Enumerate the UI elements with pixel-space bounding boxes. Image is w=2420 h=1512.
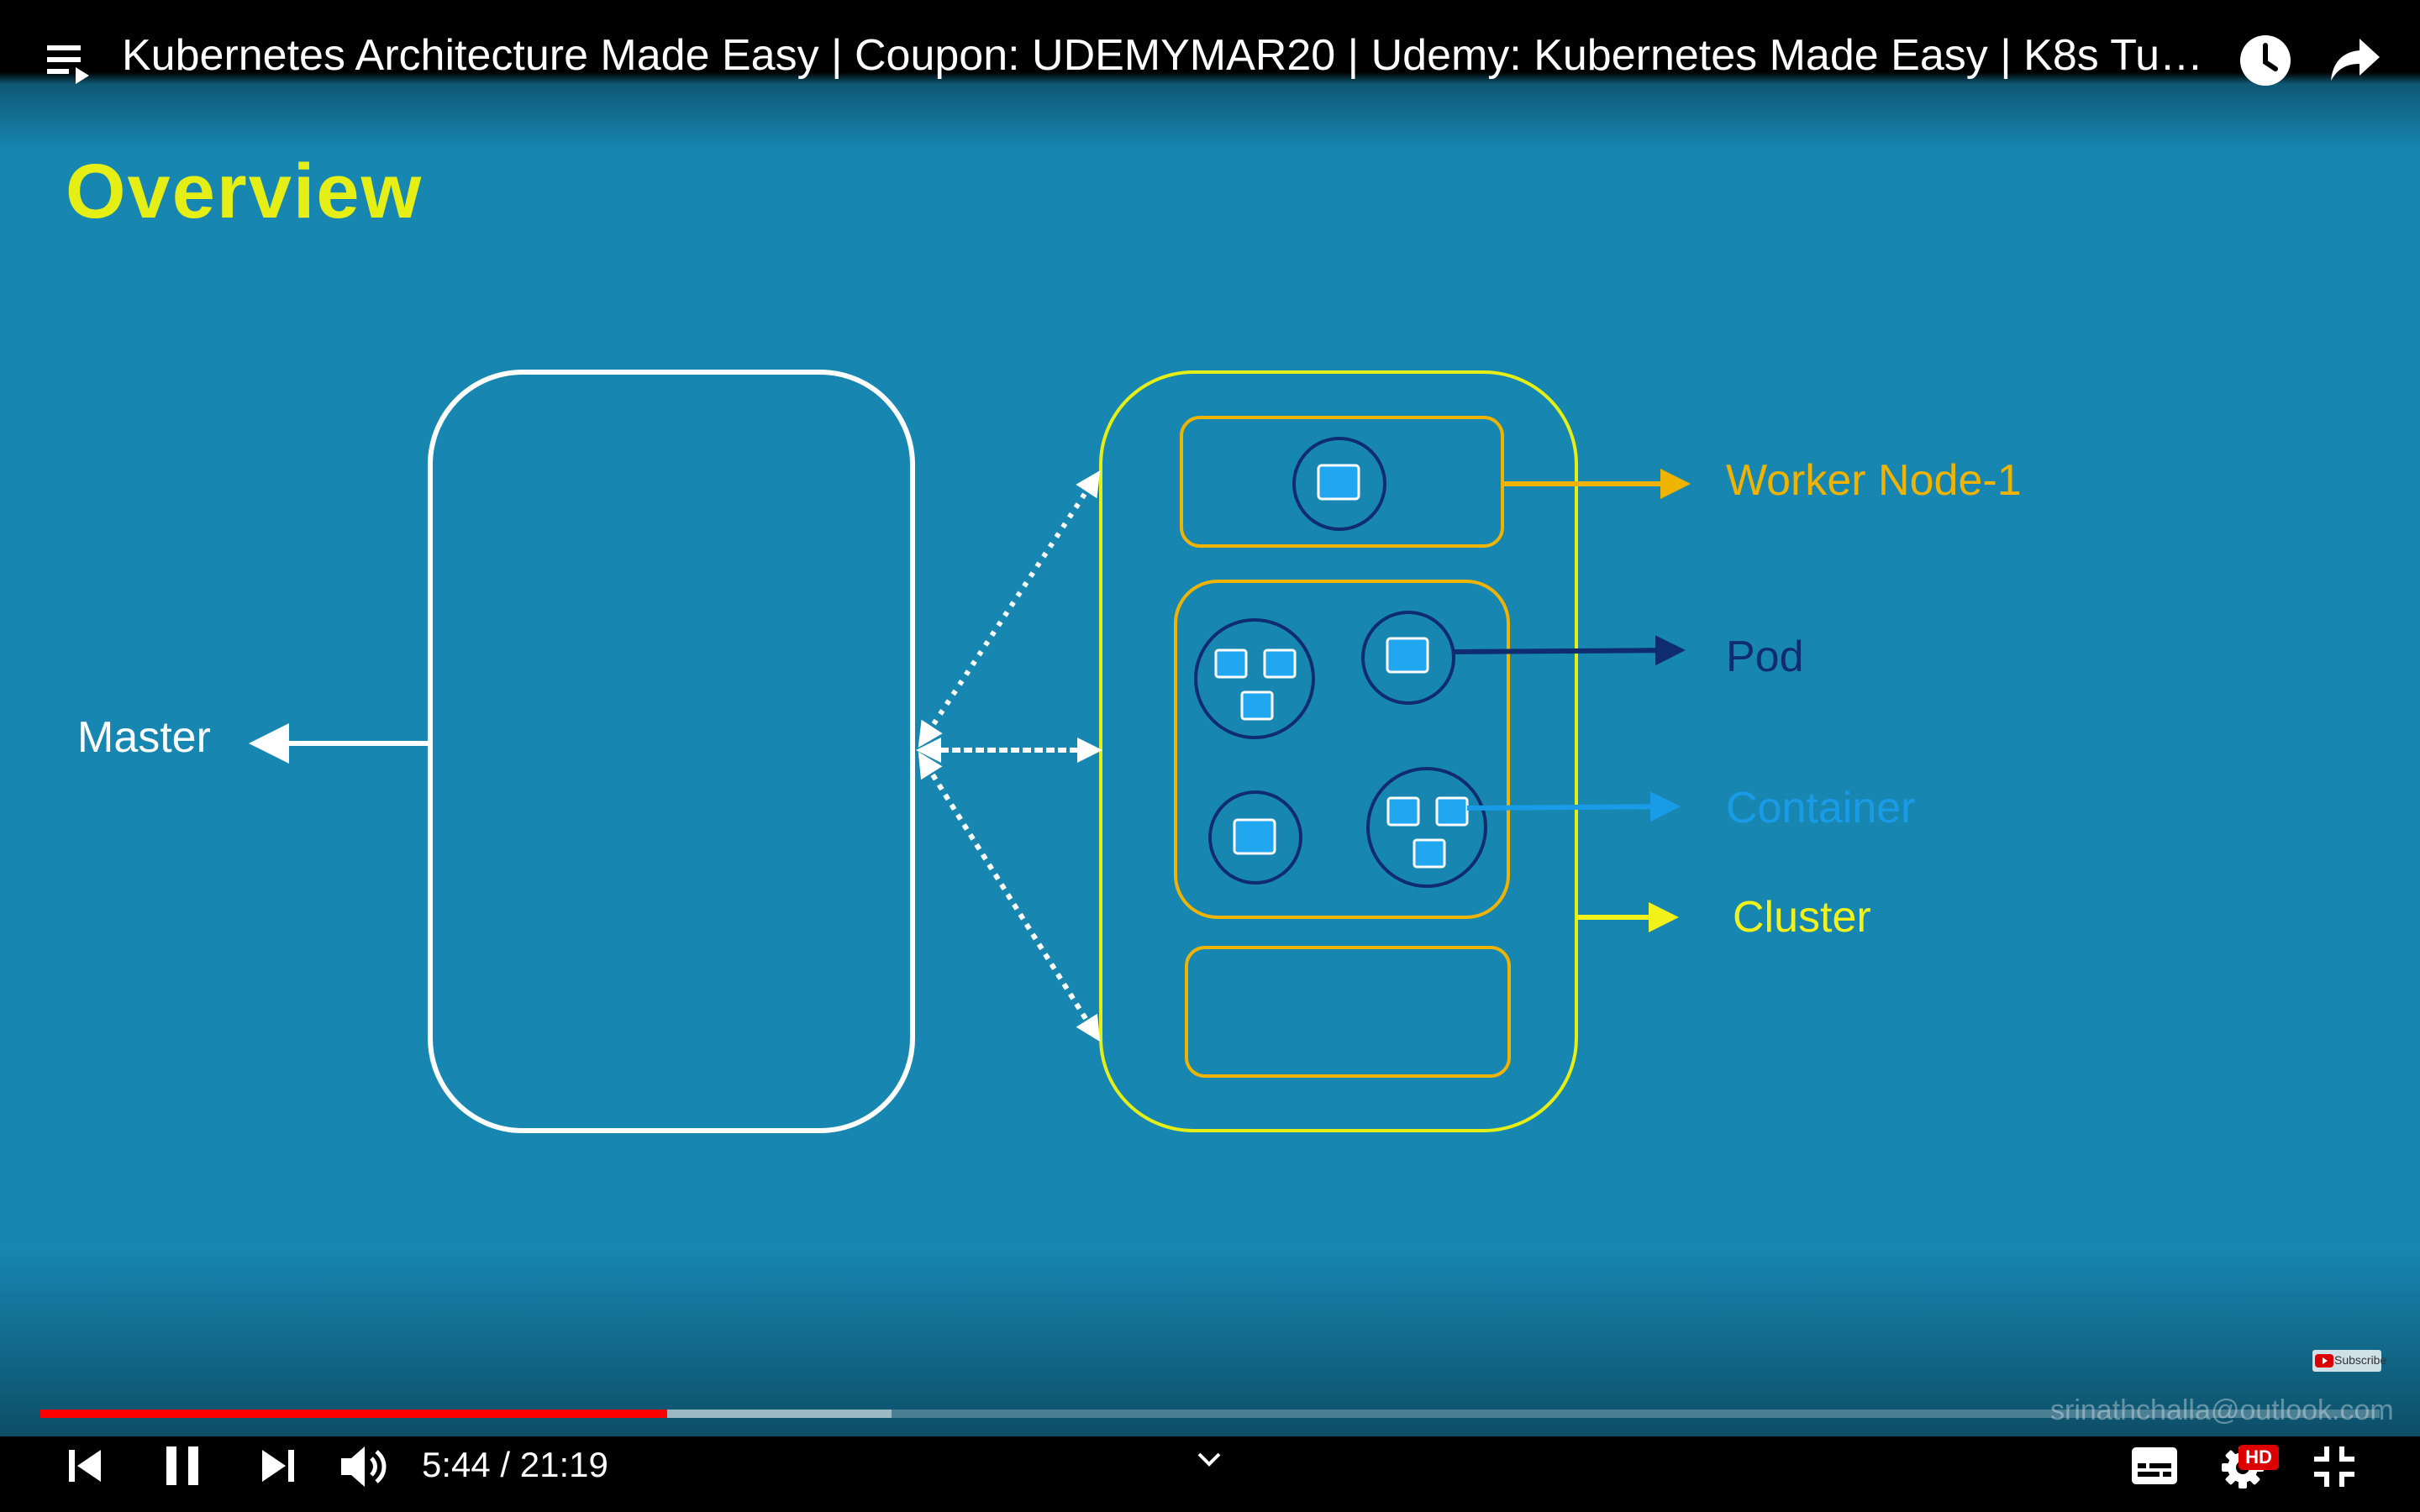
worker-node-3-box <box>1185 946 1511 1078</box>
clock-icon[interactable] <box>2238 34 2292 87</box>
master-label: Master <box>77 713 211 762</box>
subscribe-label: Subscribe <box>2334 1353 2387 1367</box>
pod-circle <box>1361 611 1455 705</box>
youtube-logo-icon <box>2315 1354 2333 1368</box>
pod-circle <box>1366 767 1487 888</box>
worker-node-2-box <box>1174 580 1510 919</box>
next-icon[interactable] <box>259 1446 296 1485</box>
control-bar <box>0 1436 2420 1512</box>
cluster-label: Cluster <box>1733 893 1871 942</box>
container-square <box>1233 818 1276 855</box>
previous-icon[interactable] <box>67 1446 104 1485</box>
container-square <box>1214 648 1248 679</box>
top-bar: Kubernetes Architecture Made Easy | Coup… <box>0 0 2420 118</box>
pause-icon[interactable] <box>165 1445 200 1487</box>
pod-circle <box>1292 437 1386 531</box>
container-square <box>1317 464 1360 501</box>
container-square <box>1240 690 1274 721</box>
pod-circle <box>1208 790 1302 885</box>
container-label: Container <box>1726 784 1916 832</box>
volume-icon[interactable] <box>339 1443 393 1490</box>
container-square <box>1413 838 1446 869</box>
container-square <box>1386 796 1420 827</box>
exit-fullscreen-icon[interactable] <box>2312 1445 2356 1488</box>
worker-node-label: Worker Node-1 <box>1726 456 2022 505</box>
email-watermark: srinathchalla@outlook.com <box>2050 1394 2394 1426</box>
playlist-icon[interactable] <box>47 42 94 86</box>
hd-badge: HD <box>2238 1445 2279 1470</box>
time-display: 5:44 / 21:19 <box>422 1445 608 1484</box>
master-node-connections <box>916 470 1102 1042</box>
top-gradient <box>0 0 2420 151</box>
subscribe-watermark[interactable]: Subscribe <box>2312 1350 2386 1372</box>
pod-arrow <box>1453 635 1686 666</box>
progress-played <box>40 1410 668 1418</box>
video-title[interactable]: Kubernetes Architecture Made Easy | Coup… <box>122 31 2204 80</box>
chevron-down-icon[interactable] <box>1197 1452 1222 1468</box>
container-square <box>1386 637 1429 674</box>
container-square <box>1263 648 1297 679</box>
container-square <box>1435 796 1469 827</box>
master-box <box>428 370 915 1133</box>
share-icon[interactable] <box>2329 37 2381 82</box>
subtitles-icon[interactable] <box>2131 1446 2178 1485</box>
pod-circle <box>1194 618 1315 739</box>
progress-bar[interactable] <box>40 1410 2380 1418</box>
slide-title: Overview <box>66 149 424 234</box>
pod-label: Pod <box>1726 633 1804 681</box>
container-arrow <box>1466 791 1681 822</box>
